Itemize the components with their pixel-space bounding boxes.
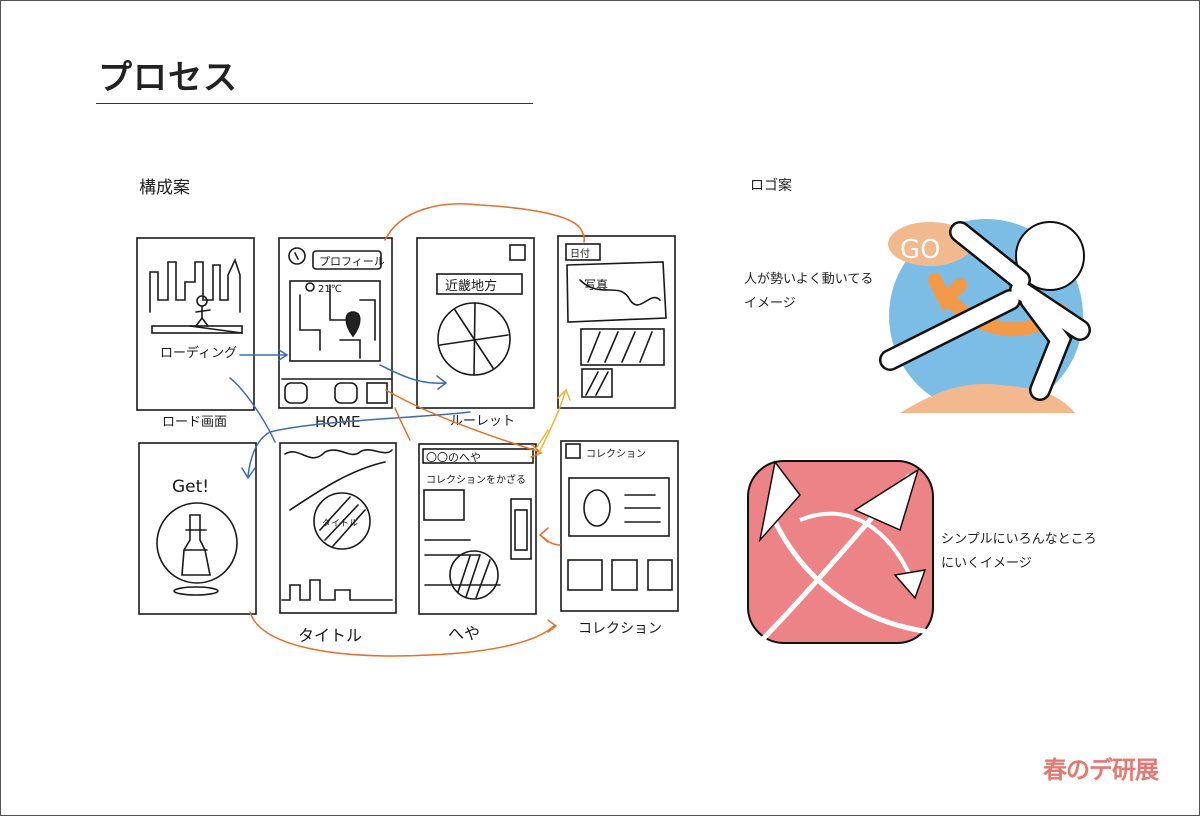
structure-label: 構成案	[139, 178, 190, 198]
get-screen-frame	[138, 442, 257, 615]
roulette-caption: ルーレット	[450, 414, 515, 429]
collection-caption: コレクション	[578, 621, 662, 637]
get-text: Get!	[172, 477, 209, 497]
roulette-screen-frame	[416, 237, 535, 409]
logo2-caption-line1: シンプルにいろんなところ	[941, 532, 1097, 547]
flow-arrow-home-diary	[384, 203, 585, 243]
diary-date-tag: 日付	[570, 247, 590, 260]
home-screen-frame	[278, 237, 393, 409]
flow-arrow-loading-get	[229, 377, 276, 443]
flow-arrow-room-diary-2	[534, 429, 549, 451]
room-tag: 〇〇のへや	[426, 451, 481, 464]
diary-screen-frame	[557, 235, 676, 409]
logo2-caption: シンプルにいろんなところ にいくイメージ	[941, 528, 1097, 576]
loading-caption: ロード画面	[162, 415, 227, 430]
flow-arrow-get-collection	[249, 611, 558, 657]
roulette-region-tag: 近畿地方	[445, 278, 497, 294]
flow-arrow-home-collection	[385, 389, 543, 458]
brand-logo: 春のデ研展	[1043, 756, 1159, 784]
loading-screen-frame	[136, 237, 255, 411]
title-underline	[96, 103, 533, 104]
logo-label: ロゴ案	[750, 178, 792, 194]
page-title: プロセス	[98, 58, 238, 98]
room-screen-frame	[418, 443, 537, 615]
diary-photo-label: 写真	[584, 278, 608, 292]
flow-arrow-room-diary	[537, 388, 571, 456]
title-logo-text: タイトル	[322, 518, 358, 529]
flow-arrow-collection-room	[538, 527, 561, 546]
title-caption: タイトル	[298, 626, 362, 645]
logo1-go-text: GO	[900, 235, 941, 265]
logo2-caption-line2: にいくイメージ	[941, 556, 1032, 571]
home-weather: 21℃	[318, 284, 342, 295]
flow-arrow-home-room	[394, 407, 411, 441]
logo2-arrows	[747, 460, 934, 644]
logo1-caption-line1: 人が勢いよく動いてる	[744, 272, 874, 287]
collection-screen-frame	[560, 440, 679, 612]
title-screen-frame	[279, 442, 397, 614]
logo1-caption-line2: イメージ	[744, 296, 796, 311]
flow-arrow-home-roulette	[379, 364, 448, 390]
flow-arrow-return-get	[241, 411, 471, 480]
logo1-runner: GO	[879, 219, 1091, 413]
room-caption: へや	[448, 624, 480, 643]
logo1-caption: 人が勢いよく動いてる イメージ	[744, 268, 873, 316]
room-note: コレクションをかざる	[426, 473, 526, 486]
collection-tag: コレクション	[586, 448, 646, 460]
flow-arrow-loading-home	[239, 349, 289, 361]
loading-text: ローディング	[160, 345, 237, 361]
home-profile-tag: プロフィール	[319, 255, 385, 268]
